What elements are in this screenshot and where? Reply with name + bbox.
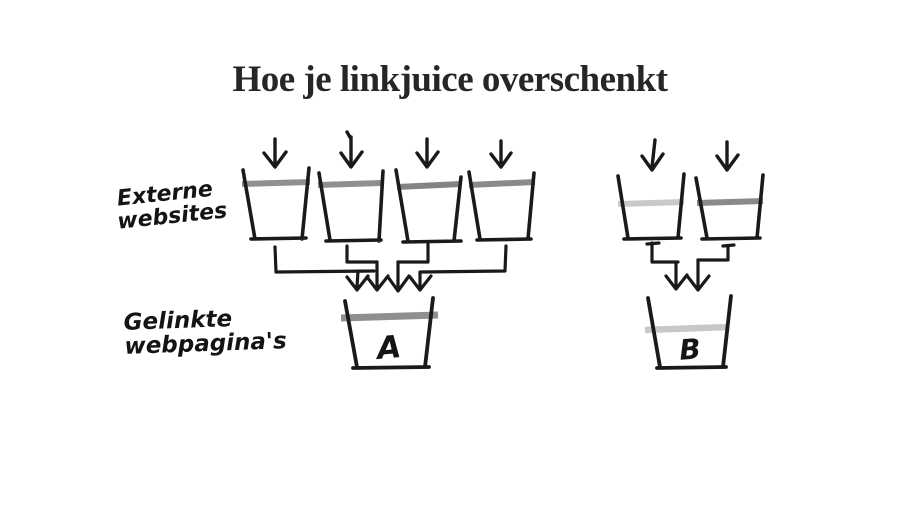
- incoming-arrows-left: [262, 130, 513, 169]
- source-buckets-left: [241, 166, 536, 244]
- flow-line: [696, 243, 736, 262]
- bucket-outline: [343, 296, 435, 370]
- target-bucket-a: A: [340, 296, 439, 370]
- down-arrow-icon: [489, 139, 513, 169]
- bucket-b-letter: B: [678, 332, 702, 366]
- down-arrow-icon: [339, 130, 364, 169]
- bucket-a-letter: A: [373, 329, 403, 367]
- flow-arrow: [365, 260, 390, 292]
- juice-level: [241, 179, 311, 187]
- bucket-outline: [467, 170, 536, 242]
- flow-arrow: [345, 269, 370, 292]
- juice-level: [617, 199, 685, 207]
- juice-level: [696, 198, 764, 206]
- down-arrow-icon: [640, 138, 665, 172]
- down-arrow-icon: [262, 137, 288, 169]
- source-bucket-6: [694, 173, 765, 241]
- source-bucket-3: [394, 168, 463, 244]
- source-buckets-right: [616, 172, 765, 241]
- juice-level: [340, 311, 439, 322]
- bucket-outline: [616, 172, 686, 241]
- pour-connectors-b: [645, 241, 736, 292]
- target-bucket-b: B: [644, 294, 733, 370]
- flow-arrow: [686, 258, 711, 292]
- flow-line: [273, 245, 376, 274]
- juice-level: [317, 180, 384, 188]
- bucket-outline: [317, 169, 385, 243]
- bucket-outline: [694, 173, 765, 241]
- page-title: Hoe je linkjuice overschenkt: [232, 59, 668, 100]
- bucket-outline: [646, 294, 733, 370]
- down-arrow-icon: [715, 140, 740, 172]
- down-arrow-icon: [415, 137, 440, 169]
- flow-line: [396, 242, 430, 264]
- flow-line: [345, 244, 379, 264]
- flow-arrow: [386, 260, 411, 293]
- bucket-outline: [241, 166, 311, 241]
- incoming-arrows-right: [640, 138, 740, 172]
- flow-arrow: [408, 270, 433, 292]
- juice-level: [644, 323, 730, 334]
- pour-connectors-a: [273, 242, 508, 293]
- source-bucket-4: [467, 170, 536, 242]
- source-bucket-1: [241, 166, 311, 241]
- source-bucket-5: [616, 172, 686, 241]
- source-bucket-2: [317, 169, 385, 243]
- juice-level: [468, 179, 536, 188]
- bucket-outline: [394, 168, 463, 244]
- flow-line: [419, 244, 508, 274]
- juice-level: [396, 181, 462, 190]
- flow-line: [645, 241, 680, 264]
- flow-arrow: [664, 260, 689, 291]
